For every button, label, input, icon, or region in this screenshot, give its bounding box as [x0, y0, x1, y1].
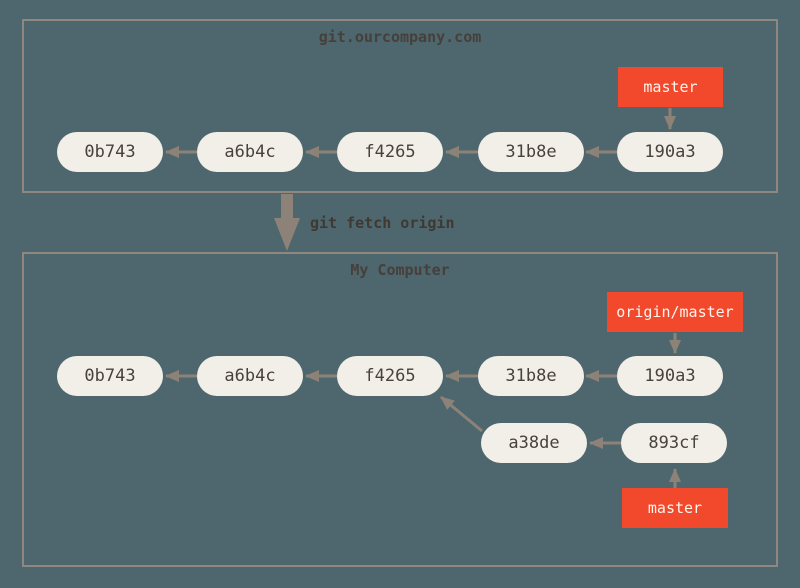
- local-commit-893cf: 893cf: [621, 423, 727, 463]
- local-master-branch-label: master: [622, 488, 728, 528]
- local-origin-master-branch-label: origin/master: [607, 292, 743, 332]
- local-repo-box: My Computer: [22, 252, 778, 567]
- local-commit-a6b4c: a6b4c: [197, 356, 303, 396]
- remote-commit-190a3: 190a3: [617, 132, 723, 172]
- remote-master-branch-label: master: [618, 67, 723, 107]
- local-commit-190a3: 190a3: [617, 356, 723, 396]
- local-commit-a38de: a38de: [481, 423, 587, 463]
- remote-repo-title: git.ourcompany.com: [318, 28, 482, 46]
- remote-commit-0b743: 0b743: [57, 132, 163, 172]
- fetch-arrow: [274, 194, 300, 251]
- local-commit-0b743: 0b743: [57, 356, 163, 396]
- remote-commit-31b8e: 31b8e: [478, 132, 584, 172]
- git-fetch-command-label: git fetch origin: [310, 214, 455, 232]
- remote-repo-box: git.ourcompany.com: [22, 19, 778, 193]
- remote-commit-a6b4c: a6b4c: [197, 132, 303, 172]
- remote-commit-f4265: f4265: [337, 132, 443, 172]
- local-commit-31b8e: 31b8e: [478, 356, 584, 396]
- local-repo-title: My Computer: [350, 261, 450, 279]
- local-commit-f4265: f4265: [337, 356, 443, 396]
